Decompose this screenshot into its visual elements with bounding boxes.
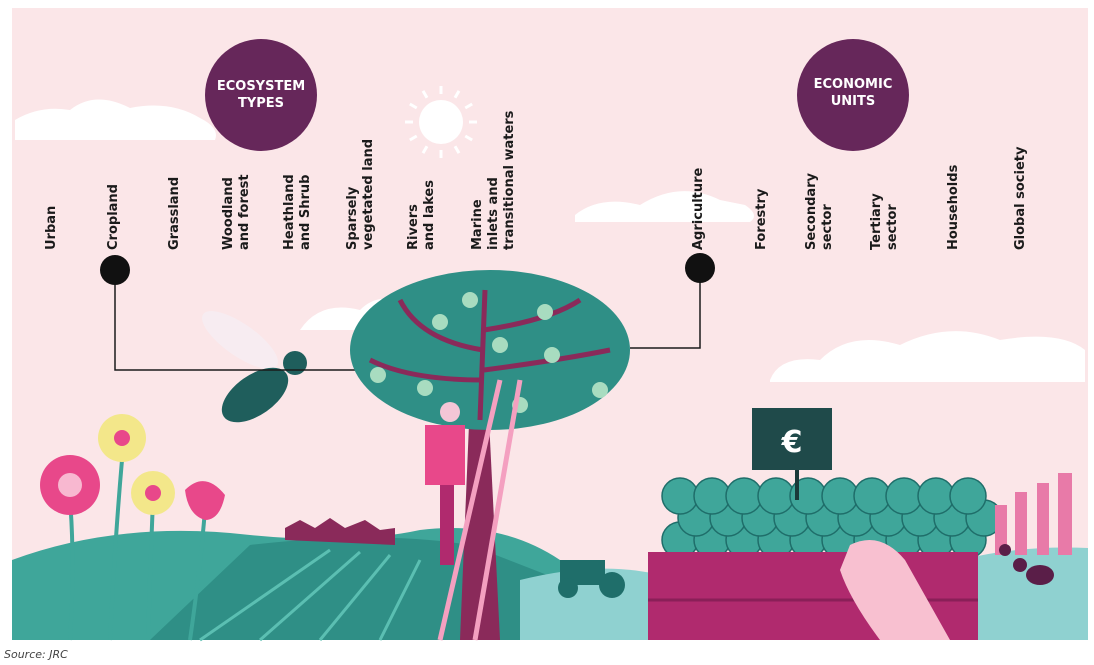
ecosystem_types-label: Rivers — [406, 204, 421, 250]
economic-circle-line1: ECONOMIC — [814, 77, 893, 92]
euro-icon: € — [781, 425, 803, 460]
clouds — [15, 99, 1085, 382]
economic_units-label: sector — [820, 204, 835, 250]
source-note: Source: JRC — [4, 648, 68, 661]
cloud — [15, 99, 216, 140]
economic_units-label: Households — [946, 164, 961, 250]
ecosystem_types-label: Urban — [44, 206, 59, 250]
ecosystem_types-label: Heathland — [282, 174, 297, 250]
village — [285, 518, 395, 545]
ecosystem_types-label: and Shrub — [298, 175, 313, 250]
price-sign: € — [752, 408, 832, 500]
flowers — [40, 414, 225, 641]
economic-units-circle — [797, 39, 909, 151]
economic-circle-line2: UNITS — [831, 94, 876, 109]
apple-crate — [648, 477, 1003, 640]
ladder — [437, 379, 523, 641]
apple-tree — [350, 270, 630, 640]
ecosystem_types-label: Marine — [470, 199, 485, 250]
ecosystem_types-label: Woodland — [221, 177, 236, 250]
ecosystem-circle-line1: ECOSYSTEM — [217, 79, 305, 94]
economic_units-label: Tertiary — [869, 193, 884, 250]
economic_units-label: Global society — [1013, 146, 1028, 250]
ecosystem_types-label: Grassland — [167, 177, 182, 250]
agriculture-connector — [630, 268, 701, 349]
ecosystem_types-label: transitional waters — [502, 110, 517, 250]
economic_units-label: Agriculture — [691, 167, 706, 250]
hand — [840, 540, 950, 640]
economic_units-label: Secondary — [804, 172, 819, 250]
sea-right — [960, 547, 1088, 640]
ecosystem-circle-line2: TYPES — [238, 96, 284, 111]
agriculture-dot — [685, 253, 715, 283]
economic_units-label: Forestry — [754, 188, 769, 250]
ecosystem_types-label: Cropland — [106, 184, 121, 250]
ecosystem_types-label: vegetated land — [361, 139, 376, 250]
farmer — [425, 402, 465, 565]
sun-icon — [405, 86, 477, 158]
ant — [999, 544, 1054, 585]
cloud — [575, 191, 754, 222]
ecosystem_types-label: and lakes — [422, 180, 437, 250]
ecosystem_types-label: and forest — [237, 174, 252, 250]
ecosystem-types-circle — [205, 39, 317, 151]
ecosystem_types-label: inlets and — [486, 177, 501, 250]
economic_units-label: sector — [885, 204, 900, 250]
field-furrows — [199, 548, 422, 642]
ecosystem_types-label: Sparsely — [345, 186, 360, 250]
cropland-dot — [100, 255, 130, 285]
tractor — [558, 560, 625, 598]
bee — [202, 311, 307, 423]
cropland-connector — [114, 270, 355, 371]
sea — [520, 568, 660, 640]
bar-graphic — [995, 473, 1072, 555]
cloud — [770, 331, 1085, 382]
